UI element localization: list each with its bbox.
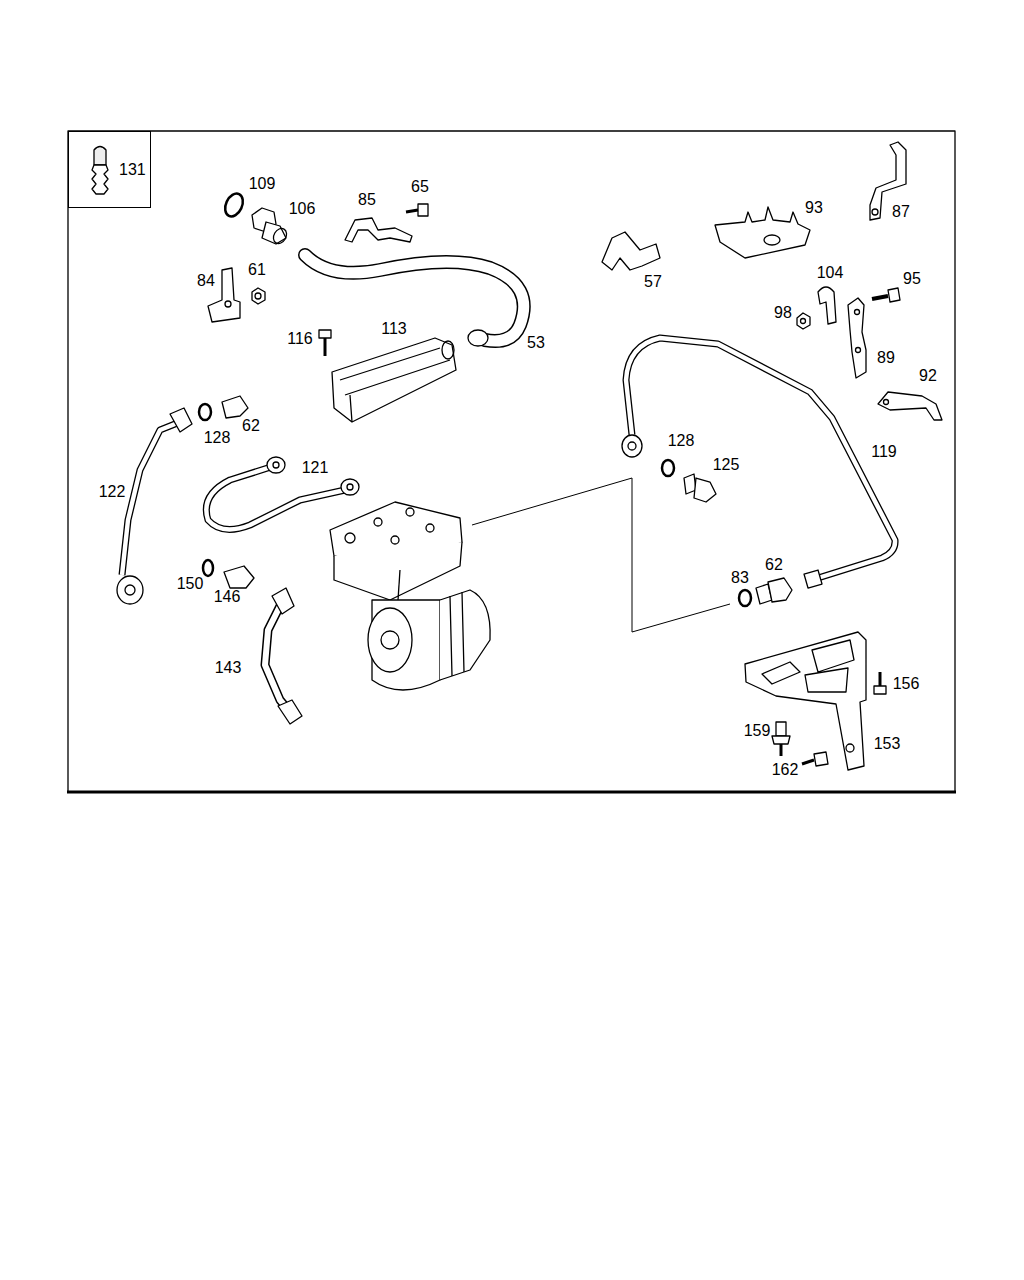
callout-number: 156 (893, 676, 920, 692)
callout-number: 146 (214, 589, 241, 605)
washer-83 (739, 590, 751, 606)
cover-113 (332, 338, 456, 422)
leader-line (472, 478, 730, 632)
callout-number: 131 (119, 162, 146, 178)
bolt-162 (802, 752, 828, 766)
inset-box: 131 (68, 131, 151, 208)
fitting-106 (252, 208, 289, 246)
callout-number: 121 (302, 460, 329, 476)
callout-number: 150 (177, 576, 204, 592)
bolt-159 (772, 722, 790, 756)
callout-number: 83 (731, 570, 749, 586)
fitting-62 (756, 578, 792, 604)
callout-number: 89 (877, 350, 895, 366)
nut-61 (252, 288, 265, 304)
washer-128 (199, 404, 211, 420)
callout-number: 57 (644, 274, 662, 290)
callout-number: 53 (527, 335, 545, 351)
callout-number: 128 (668, 433, 695, 449)
banjo-eye (622, 435, 642, 457)
fitting-62 (222, 396, 248, 418)
hose-clamp (468, 330, 488, 346)
nut-98 (797, 313, 810, 329)
frame (68, 131, 955, 792)
bracket-92 (878, 392, 942, 420)
callout-number: 119 (871, 444, 897, 460)
callout-number: 62 (242, 418, 260, 434)
bolt-116 (319, 330, 331, 356)
bracket-85 (345, 218, 412, 242)
clip-57 (602, 232, 660, 270)
o-ring (222, 191, 247, 220)
callout-number: 104 (817, 265, 844, 281)
part-131 (92, 147, 108, 195)
callout-number: 128 (204, 430, 231, 446)
bracket-153 (745, 632, 866, 770)
callout-number: 106 (289, 201, 316, 217)
callout-number: 153 (874, 736, 901, 752)
bolt-156 (874, 672, 886, 694)
callout-number: 143 (215, 660, 242, 676)
hose-143 (265, 602, 290, 712)
pipe-119 (626, 338, 895, 578)
callout-number: 116 (287, 331, 313, 347)
bracket-93 (715, 207, 810, 258)
callout-number: 125 (713, 457, 740, 473)
callout-number: 113 (381, 321, 407, 337)
fitting-146 (224, 566, 254, 588)
callout-number: 122 (99, 484, 126, 500)
bolt-95 (872, 288, 900, 302)
callout-number: 92 (919, 368, 937, 384)
washer-128 (662, 460, 674, 476)
callout-number: 84 (197, 273, 215, 289)
callout-number: 159 (744, 723, 771, 739)
callout-number: 85 (358, 192, 376, 208)
callout-number: 98 (774, 305, 792, 321)
callout-number: 93 (805, 200, 823, 216)
callout-number: 61 (248, 262, 266, 278)
frame-bottom (67, 791, 956, 794)
o-ring-150 (203, 560, 213, 576)
air-compressor (330, 502, 490, 690)
pipe-122 (122, 422, 180, 575)
callout-number: 87 (892, 204, 910, 220)
callout-number: 162 (772, 762, 799, 778)
callout-number: 62 (765, 557, 783, 573)
banjo-bolt-125 (684, 474, 716, 502)
callout-number: 95 (903, 271, 921, 287)
bolt-65 (406, 204, 428, 216)
banjo-eye (117, 576, 143, 604)
callout-number: 65 (411, 179, 429, 195)
clip-104 (818, 287, 836, 324)
callout-number: 109 (249, 176, 276, 192)
bracket-89 (848, 298, 866, 378)
hose-53 (305, 255, 524, 341)
